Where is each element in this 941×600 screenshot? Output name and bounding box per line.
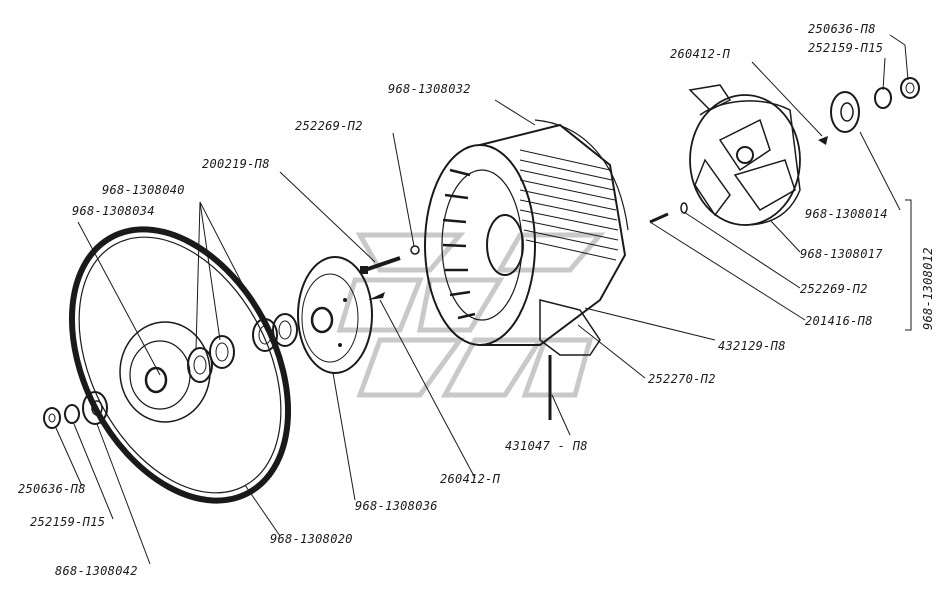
hub-868-1308042 (82, 391, 108, 425)
label-968-1308017: 968-1308017 (800, 247, 883, 261)
label-968-1308014: 968-1308014 (805, 207, 888, 221)
key-260412-top (818, 136, 828, 145)
label-968-1308034: 968-1308034 (72, 204, 155, 218)
label-431047: 431047 - П8 (505, 439, 588, 453)
label-250636-top: 250636-П8 (808, 22, 876, 36)
key-260412 (368, 292, 385, 300)
label-260412-top: 260412-П (670, 47, 731, 61)
nut-250636-top (900, 77, 920, 99)
label-968-1308036: 968-1308036 (355, 499, 438, 513)
label-200219: 200219-П8 (202, 157, 270, 171)
watermark-logo (336, 232, 606, 398)
hub-968-1308014 (830, 91, 860, 133)
fan-housing-968-1308032 (424, 119, 629, 420)
label-252270: 252270-П2 (648, 372, 716, 386)
spacers-968-1308040 (187, 313, 298, 383)
label-432129: 432129-П8 (718, 339, 786, 353)
label-260412-bottom: 260412-П (440, 472, 501, 486)
label-968-1308020: 968-1308020 (270, 532, 353, 546)
label-252269-upper: 252269-П2 (295, 119, 363, 133)
label-252269-right: 252269-П2 (800, 282, 868, 296)
washer-252159-bottom (64, 404, 80, 424)
bolt-201416 (649, 202, 688, 224)
hub-968-1308036 (297, 256, 373, 374)
label-968-1308040: 968-1308040 (102, 183, 185, 197)
label-201416: 201416-П8 (805, 314, 873, 328)
label-968-1308012: 968-1308012 (921, 247, 935, 330)
nut-250636-bottom (43, 407, 61, 429)
bolt-200219 (360, 256, 401, 274)
label-868-1308042: 868-1308042 (55, 564, 138, 578)
label-968-1308032: 968-1308032 (388, 82, 471, 96)
nut-252269-upper (410, 245, 420, 255)
impeller-968-1308017 (688, 84, 801, 226)
washer-252159-top (874, 87, 892, 109)
label-252159-bottom: 252159-П15 (30, 515, 105, 529)
label-252159-top: 252159-П15 (808, 41, 883, 55)
leader-lines (55, 34, 912, 565)
label-250636-bottom: 250636-П8 (18, 482, 86, 496)
